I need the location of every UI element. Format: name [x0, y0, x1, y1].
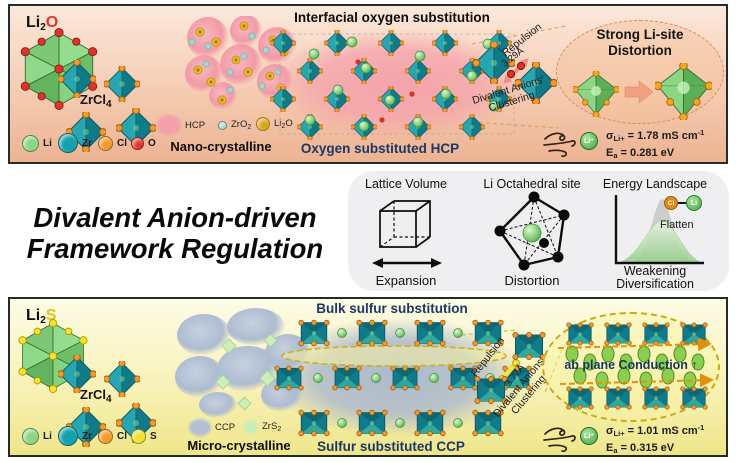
distortion-octahedra — [573, 63, 712, 120]
nano-crystalline-label: Nano-crystalline — [170, 139, 272, 154]
li-ion-badge: Li⁺ — [580, 427, 598, 445]
legend-zro2: ZrO2 — [218, 119, 251, 131]
expansion-arrow-icon — [372, 258, 442, 268]
li2s-formula: Li2S — [26, 307, 57, 326]
ccp-swatch — [189, 419, 211, 436]
sulfur-substituted-ccp-structure — [267, 317, 532, 437]
weakening-caption: Weakening — [623, 264, 687, 278]
li-atom-icon: Li — [686, 195, 702, 211]
distortion-inset: Strong Li-site Distortion — [556, 20, 724, 124]
cube-icon — [379, 200, 431, 248]
flatten-label: Flatten — [660, 219, 694, 231]
legend-zrs2: ZrS2 — [244, 420, 281, 434]
sigma-line: σLi+ = 1.01 mS cm-1 — [606, 423, 705, 438]
ab-plane-structure — [557, 322, 714, 410]
li-ion-badge: Li⁺ — [580, 132, 598, 150]
legend-cl: Cl — [98, 136, 127, 151]
oxygen-panel: Li2O ZrCl4 Li Zr Cl O — [8, 4, 728, 164]
cl-li-pair: Cl Li — [664, 195, 702, 211]
legend-zr: Zr — [58, 426, 92, 446]
energy-landscape-title: Energy Landscape — [602, 177, 708, 191]
ea-line: Ea = 0.281 eV — [606, 147, 675, 160]
li-swatch — [22, 135, 39, 152]
lattice-volume-title: Lattice Volume — [365, 177, 447, 191]
anion-symbol: S — [45, 307, 57, 324]
legend-hcp: HCP — [157, 115, 205, 135]
conductivity-readout-top: σLi+ = 1.78 mS cm-1 Ea = 0.281 eV — [606, 125, 705, 162]
legend-li: Li — [22, 135, 52, 152]
zrcl4-label: ZrCl4 — [80, 387, 112, 405]
cl-swatch — [98, 429, 113, 444]
hcp-swatch — [157, 115, 181, 135]
distortion-title-line1: Strong Li-site — [596, 27, 684, 42]
ab-plane-conduction-label: ab plane Conduction ↑ — [564, 358, 698, 372]
bond-line — [678, 202, 686, 204]
energy-landscape-plot — [614, 195, 704, 265]
diversification-caption: Diversification — [616, 277, 694, 291]
expansion-caption: Expansion — [375, 273, 437, 288]
repulsion-cluster-top — [473, 42, 557, 104]
li2o-swatch — [256, 117, 270, 131]
ea-line: Ea = 0.315 eV — [606, 442, 675, 455]
li2o-formula: Li2O — [26, 14, 59, 33]
s-swatch — [131, 429, 146, 444]
oxygen-substituted-label: Oxygen substituted HCP — [300, 141, 460, 156]
distortion-title-line2: Distortion — [608, 43, 672, 58]
legend-ccp: CCP — [189, 419, 235, 436]
legend-li: Li — [22, 428, 52, 445]
cl-swatch — [98, 136, 113, 151]
zr-swatch — [58, 133, 78, 153]
main-title: Divalent Anion-driven Framework Regulati… — [26, 202, 324, 264]
o-swatch — [131, 137, 144, 150]
fast-ion-flow-icon — [543, 132, 576, 158]
li-swatch — [22, 428, 39, 445]
legend-cl: Cl — [98, 429, 127, 444]
conductivity-readout-bottom: σLi+ = 1.01 mS cm-1 Ea = 0.315 eV — [606, 420, 705, 455]
micro-crystalline-label: Micro-crystalline — [187, 438, 291, 453]
interfacial-title: Interfacial oxygen substitution — [294, 10, 490, 25]
bulk-title: Bulk sulfur substitution — [316, 301, 468, 316]
legend-s: S — [131, 429, 157, 444]
sigma-line: σLi+ = 1.78 mS cm-1 — [606, 128, 705, 143]
zro2-swatch — [218, 120, 227, 130]
octahedral-site-title: Li Octahedral site — [483, 177, 581, 191]
ab-plane-inset: ab plane Conduction ↑ — [542, 312, 720, 422]
mechanism-panel: Lattice Volume Expansion Li Octahedral s… — [348, 171, 729, 291]
anion-symbol: O — [45, 14, 59, 31]
li2o-structure — [20, 28, 98, 110]
sulfur-substituted-label: Sulfur substituted CCP — [317, 439, 465, 454]
zrs2-swatch — [244, 420, 258, 434]
cl-atom-icon: Cl — [664, 196, 678, 210]
legend-li2o: Li2O — [256, 117, 293, 131]
octahedron-icon — [494, 191, 570, 271]
zrcl4-label: ZrCl4 — [80, 92, 112, 110]
legend-zr: Zr — [58, 133, 92, 153]
oxygen-substituted-hcp-structure — [267, 29, 527, 140]
zr-swatch — [58, 426, 78, 446]
legend-o: O — [131, 137, 156, 150]
fast-ion-flow-icon — [543, 427, 576, 453]
sulfur-panel: Li2S ZrCl4 Li Zr Cl S — [8, 297, 728, 457]
distortion-caption: Distortion — [504, 273, 560, 288]
repulsion-cluster-bottom — [474, 331, 546, 405]
